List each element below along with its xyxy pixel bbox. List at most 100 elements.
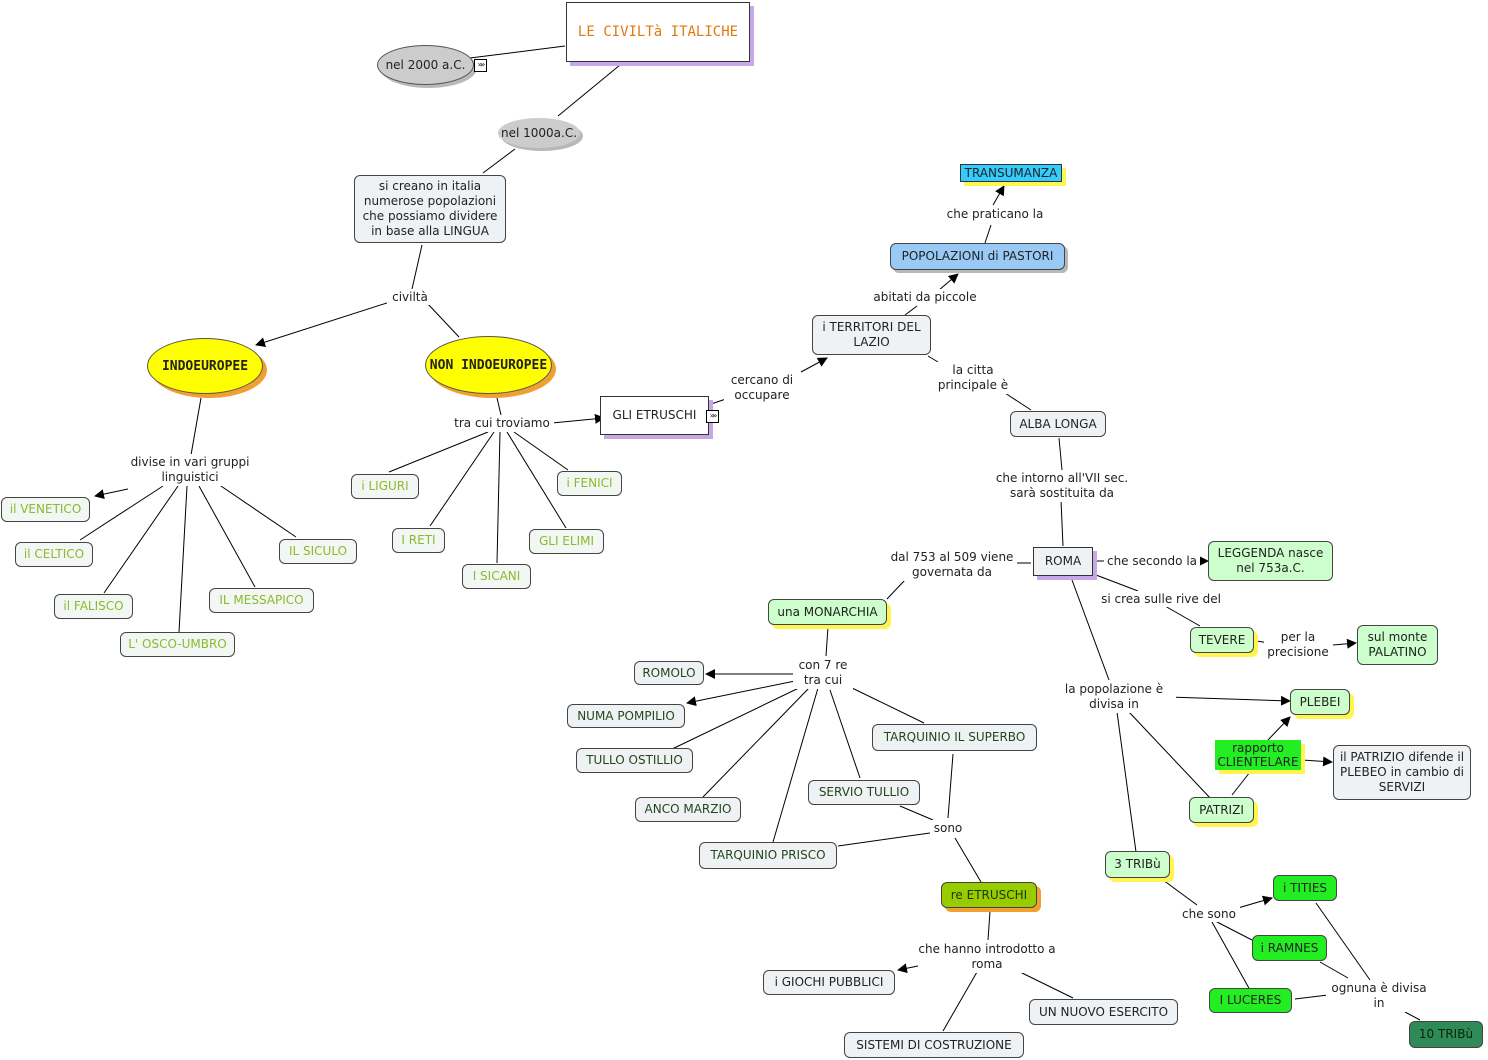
link — [1315, 902, 1371, 981]
node-sistemi[interactable]: SISTEMI DI COSTRUZIONE — [844, 1032, 1024, 1058]
link-label-crea: si crea sulle rive del — [1092, 591, 1230, 607]
link — [506, 431, 567, 529]
node-osco-umbro[interactable]: L' OSCO-UMBRO — [120, 632, 235, 657]
link — [469, 45, 566, 59]
node-numa[interactable]: NUMA POMPILIO — [567, 704, 685, 728]
link — [198, 485, 256, 588]
map-title[interactable]: LE CIVILTà ITALICHE — [566, 2, 750, 62]
link — [1162, 879, 1198, 906]
node-popolazioni[interactable]: si creano in italia numerose popolazioni… — [354, 175, 506, 243]
node-monarchia[interactable]: una MONARCHIA — [768, 599, 887, 625]
link — [255, 300, 394, 348]
node-romolo[interactable]: ROMOLO — [634, 661, 704, 685]
link — [1216, 921, 1253, 941]
link — [886, 579, 906, 600]
link — [551, 413, 605, 424]
link — [904, 305, 918, 316]
link — [217, 483, 297, 538]
node-tevere[interactable]: TEVERE — [1190, 627, 1254, 653]
link — [388, 431, 489, 473]
node-messapico[interactable]: IL MESSAPICO — [209, 588, 314, 613]
node-roma[interactable]: ROMA — [1033, 547, 1093, 576]
node-tities[interactable]: i TITIES — [1273, 875, 1337, 901]
link — [1404, 1011, 1421, 1021]
expand-icon[interactable]: »» — [706, 410, 719, 423]
link — [899, 805, 934, 821]
node-etruschi[interactable]: GLI ETRUSCHI — [600, 396, 709, 435]
link — [411, 244, 423, 290]
link — [1164, 605, 1201, 627]
link — [992, 185, 1005, 206]
link-label-intorno: che intorno all'VII sec. sarà sostituita… — [986, 470, 1138, 502]
node-venetico[interactable]: il VENETICO — [1, 497, 90, 522]
node-superbo[interactable]: TARQUINIO IL SUPERBO — [872, 724, 1037, 751]
node-non-indoeuropee[interactable]: NON INDOEUROPEE — [425, 336, 552, 394]
link — [178, 485, 188, 633]
node-esercito[interactable]: UN NUOVO ESERCITO — [1029, 999, 1178, 1025]
node-fenici[interactable]: i FENICI — [557, 471, 622, 496]
link — [496, 431, 501, 564]
link-label-con7: con 7 re tra cui — [793, 657, 853, 689]
node-luceres[interactable]: I LUCERES — [1209, 988, 1292, 1013]
link-label-popolazione: la popolazione è divisa in — [1052, 681, 1176, 713]
link — [1332, 638, 1357, 649]
node-10-tribu[interactable]: 10 TRIBù — [1409, 1021, 1483, 1048]
node-3-tribu[interactable]: 3 TRIBù — [1105, 851, 1170, 878]
node-liguri[interactable]: i LIGURI — [351, 474, 419, 499]
link — [947, 753, 954, 819]
link — [938, 273, 959, 291]
node-tullo[interactable]: TULLO OSTILLIO — [576, 748, 693, 773]
node-indoeuropee[interactable]: INDOEUROPEE — [147, 338, 263, 394]
node-anco[interactable]: ANCO MARZIO — [635, 797, 741, 822]
node-prisco[interactable]: TARQUINIO PRISCO — [699, 842, 837, 869]
node-patrizi[interactable]: PATRIZI — [1189, 797, 1254, 823]
node-celtico[interactable]: il CELTICO — [15, 542, 93, 567]
node-servio[interactable]: SERVIO TULLIO — [808, 780, 920, 805]
node-plebei[interactable]: PLEBEI — [1290, 689, 1350, 715]
link — [667, 685, 804, 752]
node-patrizio-difende[interactable]: il PATRIZIO difende il PLEBEO in cambio … — [1333, 745, 1471, 800]
node-rapporto[interactable]: rapporto CLIENTELARE — [1215, 740, 1301, 770]
node-re-etruschi[interactable]: re ETRUSCHI — [941, 882, 1037, 908]
node-1000[interactable]: nel 1000a.C. — [498, 118, 580, 148]
link — [772, 687, 819, 843]
link-label-divise: divise in vari gruppi linguistici — [124, 454, 256, 486]
node-pastori[interactable]: POPOLAZIONI di PASTORI — [890, 243, 1065, 270]
link — [837, 832, 931, 847]
link-label-dal753: dal 753 al 509 viene governata da — [888, 549, 1016, 581]
node-leggenda[interactable]: LEGGENDA nasce nel 753a.C. — [1208, 541, 1333, 581]
expand-icon[interactable]: »» — [474, 59, 487, 72]
node-territori[interactable]: i TERRITORI DEL LAZIO — [812, 315, 931, 355]
node-transumanza[interactable]: TRANSUMANZA — [960, 164, 1062, 182]
link-label-tra-cui: tra cui troviamo — [450, 415, 554, 432]
link — [942, 971, 978, 1032]
node-2000[interactable]: nel 2000 a.C. — [377, 45, 474, 85]
link — [927, 355, 939, 363]
node-reti[interactable]: I RETI — [392, 528, 445, 553]
link-label-che-sono: che sono — [1178, 906, 1240, 922]
node-palatino[interactable]: sul monte PALATINO — [1357, 625, 1438, 665]
link — [686, 680, 796, 707]
link — [482, 148, 516, 174]
link — [557, 64, 621, 117]
link-label-civilta: civiltà — [387, 289, 433, 305]
node-giochi[interactable]: i GIOCHI PUBBLICI — [763, 970, 895, 995]
link — [1267, 716, 1291, 741]
node-elimi[interactable]: GLI ELIMI — [529, 529, 604, 554]
node-falisco[interactable]: il FALISCO — [54, 594, 133, 619]
link — [851, 687, 925, 724]
link — [825, 626, 829, 657]
link — [1058, 437, 1063, 471]
link — [513, 431, 569, 471]
link-label-secondo: che secondo la — [1104, 553, 1200, 569]
node-siculo[interactable]: IL SICULO — [279, 539, 357, 564]
link — [1319, 961, 1349, 979]
link-label-abitati: abitati da piccole — [869, 289, 981, 305]
node-sicani[interactable]: I SICANI — [462, 564, 531, 589]
link — [1095, 574, 1139, 592]
node-alba-longa[interactable]: ALBA LONGA — [1010, 411, 1106, 437]
node-ramnes[interactable]: i RAMNES — [1252, 935, 1327, 961]
link — [1237, 895, 1273, 909]
link — [103, 485, 179, 594]
